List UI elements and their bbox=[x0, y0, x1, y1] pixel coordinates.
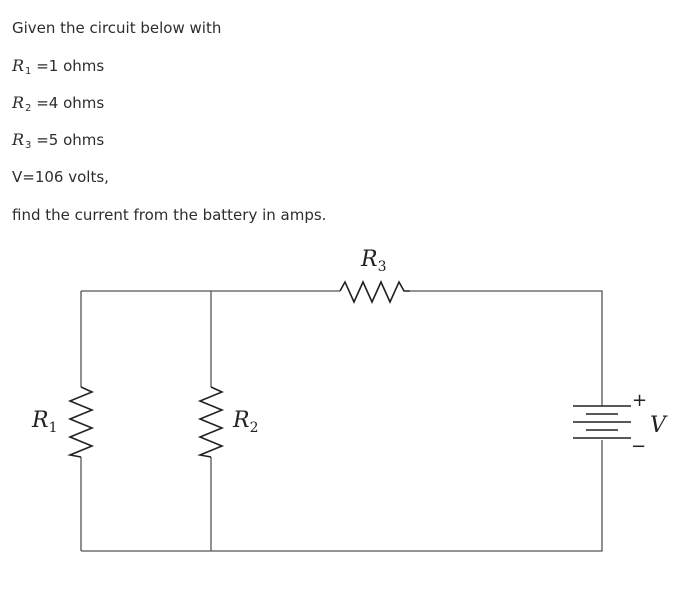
r3-value: =5 ohms bbox=[36, 131, 105, 149]
battery-plus-sign: + bbox=[632, 390, 647, 411]
voltage-given: V=106 volts, bbox=[12, 168, 109, 186]
r2-symbol: R bbox=[12, 93, 25, 112]
battery-minus-sign: − bbox=[631, 436, 646, 457]
r1-given: R1 =1 ohms bbox=[12, 56, 104, 79]
r2-given: R2 =4 ohms bbox=[12, 93, 104, 116]
r1-label: R1 bbox=[31, 408, 58, 436]
r1-value: =1 ohms bbox=[36, 57, 105, 75]
intro-text: Given the circuit below with bbox=[12, 19, 222, 37]
wire-top-right bbox=[410, 290, 603, 406]
r3-subscript: 3 bbox=[25, 140, 32, 151]
battery-symbol bbox=[573, 405, 631, 439]
r2-subscript: 2 bbox=[25, 103, 32, 114]
resistor-r1-zigzag bbox=[67, 386, 95, 458]
r2-value: =4 ohms bbox=[36, 94, 105, 112]
r3-label: R3 bbox=[360, 247, 387, 275]
r1-symbol: R bbox=[12, 56, 25, 75]
question-text: find the current from the battery in amp… bbox=[12, 206, 327, 224]
r3-symbol: R bbox=[12, 130, 25, 149]
resistor-r2-zigzag bbox=[197, 386, 225, 458]
r3-given: R3 =5 ohms bbox=[12, 130, 104, 153]
r2-label: R2 bbox=[232, 408, 259, 436]
battery-voltage-label: V bbox=[650, 413, 668, 438]
wire-bottom bbox=[81, 440, 603, 552]
r1-subscript: 1 bbox=[25, 66, 32, 77]
resistor-r3-zigzag bbox=[339, 280, 410, 304]
